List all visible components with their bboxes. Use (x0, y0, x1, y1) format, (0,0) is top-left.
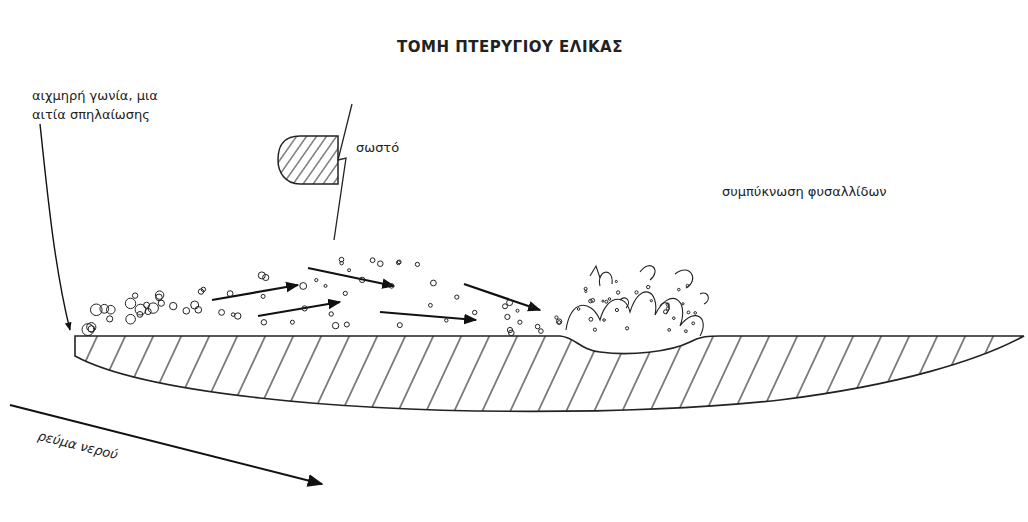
bubble (315, 279, 318, 282)
bubble (389, 284, 394, 289)
bubble (235, 313, 241, 319)
bubble (415, 262, 419, 266)
bubble (686, 284, 689, 287)
bubble (132, 293, 137, 298)
bubble (135, 304, 146, 315)
bubble (445, 319, 448, 322)
bubble (431, 280, 437, 286)
bubble (687, 311, 690, 314)
bubble (343, 291, 347, 295)
bubble (555, 316, 558, 319)
bubble (635, 291, 638, 294)
callout-label: συμπύκνωση φυσαλλίδων (722, 184, 887, 199)
bubble (126, 314, 136, 324)
bubble (344, 322, 349, 327)
leader-arrow (40, 124, 70, 330)
bubble (324, 284, 327, 287)
cavitation-bubbles (82, 257, 697, 335)
bubble (348, 269, 351, 272)
bubble (577, 308, 580, 311)
bubble (397, 260, 401, 264)
bubble (378, 261, 384, 267)
bubble (148, 303, 158, 313)
bubble (503, 304, 508, 309)
bubble (302, 306, 307, 311)
bubble (261, 320, 266, 325)
bubble (608, 298, 611, 301)
flow-label: ρεύμα νερού (36, 428, 119, 462)
bubble (615, 280, 617, 282)
bubble (396, 261, 400, 265)
bubble (664, 310, 668, 314)
bubble (585, 290, 587, 292)
bubble (666, 303, 669, 306)
bubble (556, 319, 561, 324)
bubble (455, 295, 459, 299)
bubble (227, 291, 233, 297)
bubble (539, 329, 544, 334)
bubble (156, 294, 163, 301)
bubble (589, 317, 593, 321)
bubble (605, 300, 608, 303)
blade-section (75, 336, 1024, 411)
bubble (290, 320, 294, 324)
bubble (518, 320, 522, 324)
bubble (557, 321, 560, 324)
bubble (82, 324, 94, 336)
correct-section (278, 136, 338, 184)
bubble (100, 304, 109, 313)
bubble (429, 303, 433, 307)
bubble (473, 310, 477, 314)
bubble (647, 285, 650, 288)
bubble (505, 314, 510, 319)
bubble (332, 322, 338, 328)
bubble (88, 326, 95, 333)
bubble (626, 327, 629, 330)
bubble (593, 328, 596, 331)
bubble (261, 294, 265, 298)
bubble (516, 309, 519, 312)
bubble (329, 312, 333, 316)
bubble (673, 317, 676, 320)
bubble (678, 288, 681, 291)
bubble (360, 277, 365, 282)
bubble (125, 298, 135, 308)
bubble (668, 329, 671, 332)
bubble (682, 303, 684, 305)
bubble (397, 323, 402, 328)
bubble (183, 308, 190, 315)
bubble (603, 319, 606, 322)
bubble (602, 300, 604, 302)
bubble (692, 322, 695, 325)
bubble (507, 327, 512, 332)
flow-arrows (212, 268, 540, 320)
callout-label: αιχμηρή γωνία, μια αιτία σπηλαίωσης (32, 86, 182, 124)
callout-label: σωστό (356, 140, 399, 155)
bubble (300, 283, 307, 290)
bubble (685, 330, 688, 333)
bubble (263, 274, 269, 280)
bubble (615, 308, 618, 311)
bubble (694, 312, 697, 315)
bubble (370, 258, 375, 263)
break-line (334, 104, 352, 240)
bubble (535, 324, 540, 329)
bubble-collapse (566, 266, 708, 336)
bubble (198, 289, 203, 294)
bubble (170, 302, 177, 309)
bubble (616, 291, 619, 294)
bubble (529, 304, 533, 308)
diagram-title: ΤΟΜΗ ΠΤΕΡΥΓΙΟΥ ΕΛΙΚΑΣ (0, 38, 1024, 56)
bubble (666, 307, 669, 310)
bubble (107, 316, 113, 322)
bubble (340, 261, 344, 265)
bubble (650, 300, 652, 302)
bubble (191, 301, 199, 309)
bubble (258, 272, 265, 279)
bubble (219, 310, 225, 316)
water-current-arrow (10, 405, 322, 484)
bubble (591, 299, 595, 303)
